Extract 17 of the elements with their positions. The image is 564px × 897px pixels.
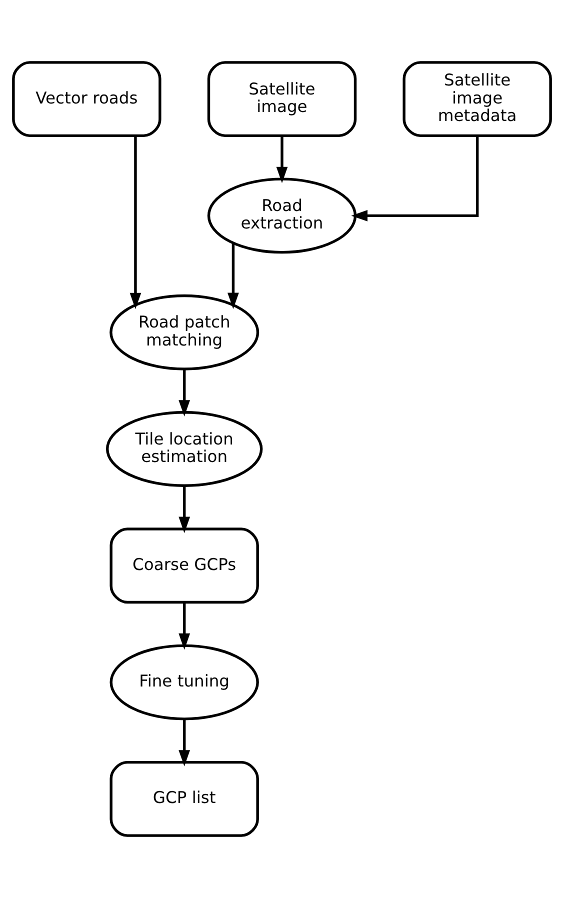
arrow <box>178 485 190 533</box>
arrow <box>178 368 190 416</box>
arrow <box>178 718 190 766</box>
node-ellipse: Fine tuning <box>110 644 259 720</box>
arrow <box>178 602 190 650</box>
node-box: Satellite image metadata <box>402 60 552 137</box>
node-box: GCP list <box>110 760 259 836</box>
node-ellipse: Road patch matching <box>110 294 260 370</box>
node-box: Coarse GCPs <box>110 527 259 604</box>
node-ellipse: Tile location estimation <box>106 410 263 486</box>
node-box: Vector roads <box>12 60 162 137</box>
arrow <box>351 135 479 221</box>
node-box: Satellite image <box>207 60 357 137</box>
arrow <box>276 135 288 183</box>
arrow <box>228 242 239 309</box>
arrow <box>130 136 142 309</box>
node-ellipse: Road extraction <box>207 177 357 254</box>
